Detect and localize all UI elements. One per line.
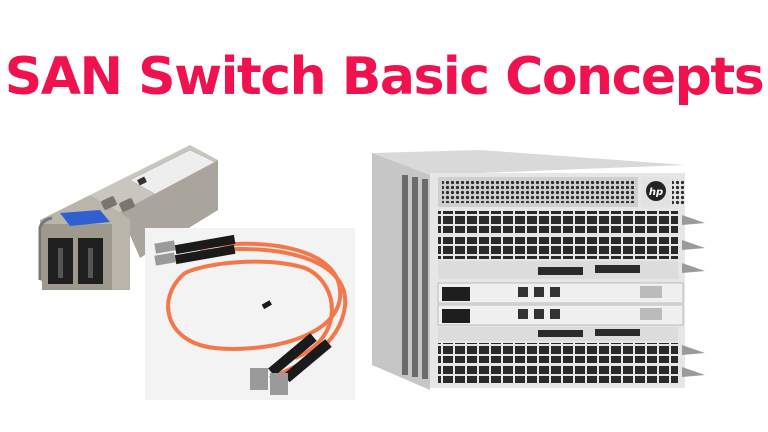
san-switch-image: hp <box>370 145 710 395</box>
svg-text:hp: hp <box>649 187 663 198</box>
fiber-cable-image <box>145 228 355 400</box>
sfp-transceiver-image <box>30 140 220 300</box>
page-title: SAN Switch Basic Concepts <box>4 47 765 107</box>
